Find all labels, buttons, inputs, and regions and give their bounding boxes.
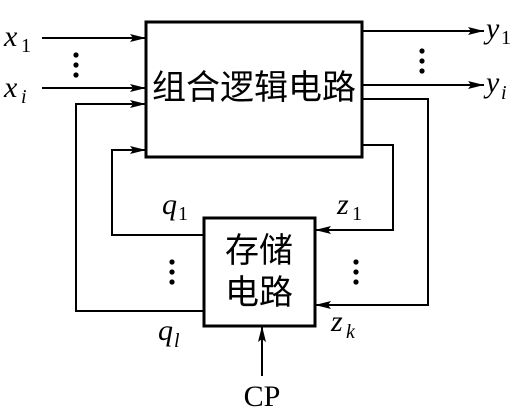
combinational-logic-label: 组合逻辑电路 xyxy=(152,68,356,108)
svg-text:y: y xyxy=(483,66,500,99)
state-q1-label: q 1 xyxy=(162,188,188,225)
input-x1-label: x 1 xyxy=(3,20,31,57)
clock-label: CP xyxy=(244,380,281,413)
output-y1-label: y 1 xyxy=(483,12,511,49)
excitation-zk-wire xyxy=(315,98,429,309)
svg-text:l: l xyxy=(174,330,180,352)
svg-text:q: q xyxy=(158,314,173,347)
input-xi-label: x i xyxy=(3,71,27,108)
svg-text:k: k xyxy=(346,321,356,343)
excitation-z1-label: z 1 xyxy=(336,188,362,225)
output-yi-label: y i xyxy=(483,66,507,104)
state-ellipsis xyxy=(169,259,175,285)
excitation-z1-wire xyxy=(315,144,394,234)
svg-text:x: x xyxy=(3,71,18,104)
svg-text:y: y xyxy=(483,12,500,45)
storage-label-line2: 电路 xyxy=(225,273,293,313)
feedback-q1-wire xyxy=(111,146,204,236)
svg-text:x: x xyxy=(3,20,18,53)
svg-text:1: 1 xyxy=(178,203,188,225)
input-ellipsis xyxy=(73,52,79,78)
excitation-zk-label: z k xyxy=(330,305,356,343)
storage-label-line1: 存储 xyxy=(225,231,293,271)
combinational-logic-block xyxy=(144,20,364,159)
svg-text:z: z xyxy=(336,188,349,221)
feedback-ql-wire xyxy=(75,100,204,312)
svg-text:q: q xyxy=(162,188,177,221)
svg-text:i: i xyxy=(21,86,27,108)
svg-text:i: i xyxy=(501,82,507,104)
excitation-ellipsis xyxy=(353,259,359,285)
svg-text:1: 1 xyxy=(352,203,362,225)
svg-text:z: z xyxy=(330,305,343,338)
output-ellipsis xyxy=(419,48,425,74)
storage-circuit-block xyxy=(202,216,317,328)
svg-text:1: 1 xyxy=(21,35,31,57)
svg-text:1: 1 xyxy=(501,27,511,49)
state-ql-label: q l xyxy=(158,314,180,352)
